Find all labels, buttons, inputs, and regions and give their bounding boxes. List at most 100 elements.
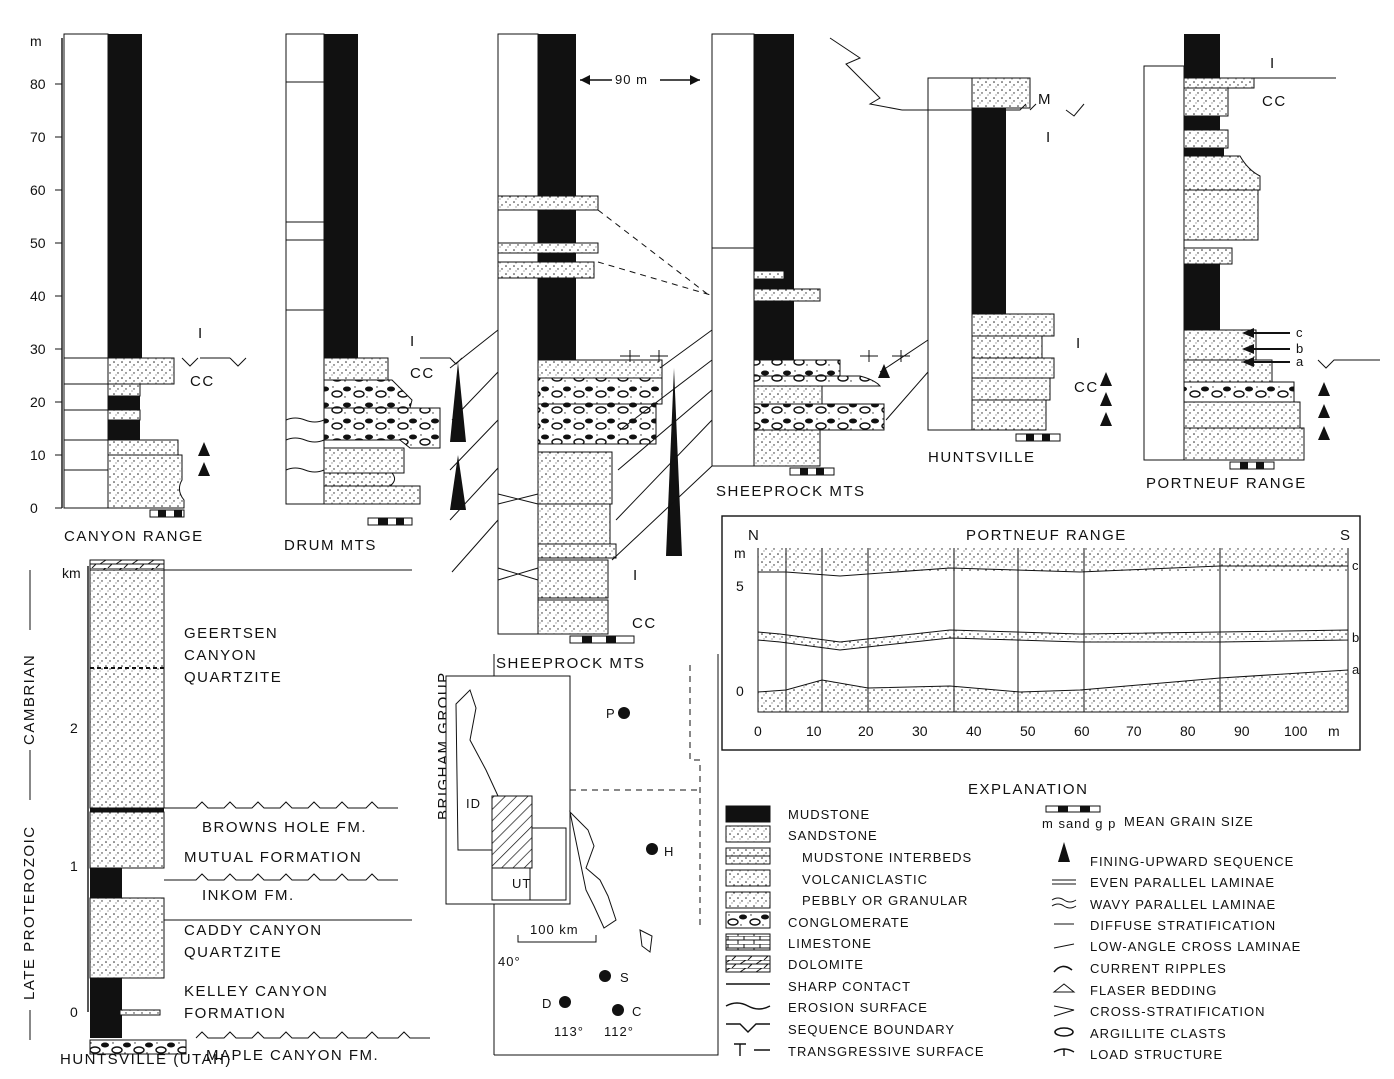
legend-fining-upward: FINING-UPWARD SEQUENCE xyxy=(1090,854,1294,869)
section-name: DRUM MTS xyxy=(284,537,377,554)
svg-text:80: 80 xyxy=(1180,723,1196,739)
map-point-S: S xyxy=(620,970,630,985)
legend-erosion-surface: EROSION SURFACE xyxy=(788,1000,928,1015)
svg-text:90: 90 xyxy=(1234,723,1250,739)
svg-text:60: 60 xyxy=(1074,723,1090,739)
profile-north: N xyxy=(748,527,760,544)
legend-low-angle-cross: LOW-ANGLE CROSS LAMINAE xyxy=(1090,939,1301,954)
svg-text:70: 70 xyxy=(1126,723,1142,739)
unit-geertsen-2: CANYON xyxy=(184,647,257,664)
label-a: a xyxy=(1296,354,1304,369)
unit-kelley-1: KELLEY CANYON xyxy=(184,983,328,1000)
legend-argillite-clasts: ARGILLITE CLASTS xyxy=(1090,1026,1227,1041)
section-portneuf-range: I CC c b a PORTNEUF RANGE xyxy=(1143,34,1380,492)
axis-tick: 40 xyxy=(30,288,46,304)
unit-geertsen-3: QUARTZITE xyxy=(184,669,282,686)
legend-volcaniclastic: VOLCANICLASTIC xyxy=(802,872,928,887)
legend-transgressive-surface: TRANSGRESSIVE SURFACE xyxy=(788,1044,985,1059)
label-I: I xyxy=(1270,55,1276,72)
unit-geertsen-1: GEERTSEN xyxy=(184,625,278,642)
location-map: ID UT P H S D C 100 km 40° 113° 112° xyxy=(445,654,719,1056)
legend-grain-label: MEAN GRAIN SIZE xyxy=(1124,814,1254,829)
map-lon-113: 113° xyxy=(554,1024,584,1039)
svg-text:10: 10 xyxy=(806,723,822,739)
section-name: SHEEPROCK MTS xyxy=(716,483,866,500)
section-sheeprock-mts-2: SHEEPROCK MTS xyxy=(711,33,910,500)
huntsville-utah-column: LATE PROTEROZOIC CAMBRIAN km 0 1 2 BRIGH… xyxy=(21,559,452,1068)
legend-conglomerate: CONGLOMERATE xyxy=(788,915,910,930)
legend-dolomite: DOLOMITE xyxy=(788,957,864,972)
state-ID: ID xyxy=(466,796,481,811)
profile-y-unit: m xyxy=(734,545,746,561)
section-huntsville: M I I CC HUNTSVILLE xyxy=(829,37,1112,466)
label-CC: CC xyxy=(1262,93,1287,110)
svg-text:0: 0 xyxy=(754,723,762,739)
svg-text:30: 30 xyxy=(912,723,928,739)
legend-load-structure: LOAD STRUCTURE xyxy=(1090,1047,1223,1062)
unit-caddy-2: QUARTZITE xyxy=(184,944,282,961)
unit-browns-hole: BROWNS HOLE FM. xyxy=(202,819,367,836)
unit-kelley-2: FORMATION xyxy=(184,1005,286,1022)
svg-text:100: 100 xyxy=(1284,723,1308,739)
axis-tick: 50 xyxy=(30,235,46,251)
legend-mudstone-interbeds: MUDSTONE INTERBEDS xyxy=(802,850,972,865)
axis-tick: 10 xyxy=(30,447,46,463)
label-CC: CC xyxy=(632,615,657,632)
svg-text:m: m xyxy=(1328,723,1340,739)
left-meter-axis: m 0 10 20 30 40 50 60 70 80 xyxy=(30,33,63,516)
explanation-legend: EXPLANATION MUDSTONE SANDSTONE MUDSTONE … xyxy=(725,781,1301,1062)
label-CC: CC xyxy=(190,373,215,390)
label-I: I xyxy=(1076,335,1082,352)
legend-flaser-bedding: FLASER BEDDING xyxy=(1090,983,1217,998)
svg-text:50: 50 xyxy=(1020,723,1036,739)
portneuf-profile: PORTNEUF RANGE N S m 5 0 c b a 0 10 20 3… xyxy=(721,515,1361,751)
axis-tick: 30 xyxy=(30,341,46,357)
axis-tick: 60 xyxy=(30,182,46,198)
axis-tick: 0 xyxy=(30,500,38,516)
label-CC: CC xyxy=(1074,379,1099,396)
axis-tick: 70 xyxy=(30,129,46,145)
map-point-P: P xyxy=(606,706,616,721)
label-CC: CC xyxy=(410,365,435,382)
unit-mutual: MUTUAL FORMATION xyxy=(184,849,362,866)
legend-limestone: LIMESTONE xyxy=(788,936,872,951)
axis-unit: m xyxy=(30,33,42,49)
age-cambrian: CAMBRIAN xyxy=(21,654,38,745)
axis-tick: 80 xyxy=(30,76,46,92)
km-tick: 2 xyxy=(70,720,78,736)
legend-diffuse-stratification: DIFFUSE STRATIFICATION xyxy=(1090,918,1276,933)
age-late-proterozoic: LATE PROTEROZOIC xyxy=(21,825,38,1000)
legend-pebbly: PEBBLY OR GRANULAR xyxy=(802,893,968,908)
horizon-b: b xyxy=(1352,630,1360,645)
section-name: PORTNEUF RANGE xyxy=(1146,475,1307,492)
profile-south: S xyxy=(1340,527,1352,544)
km-tick: 1 xyxy=(70,858,78,874)
svg-text:20: 20 xyxy=(858,723,874,739)
section-name: HUNTSVILLE xyxy=(928,449,1036,466)
legend-sandstone: SANDSTONE xyxy=(788,828,878,843)
scale-unit: km xyxy=(62,565,81,581)
map-point-H: H xyxy=(664,844,674,859)
label-I: I xyxy=(633,567,639,584)
legend-sharp-contact: SHARP CONTACT xyxy=(788,979,911,994)
unit-maple-canyon: MAPLE CANYON FM. xyxy=(206,1047,379,1064)
legend-title: EXPLANATION xyxy=(968,781,1088,798)
section-name: CANYON RANGE xyxy=(64,528,204,545)
profile-y-tick: 5 xyxy=(736,578,744,594)
svg-text:40: 40 xyxy=(966,723,982,739)
legend-wavy-laminae: WAVY PARALLEL LAMINAE xyxy=(1090,897,1276,912)
horizon-c: c xyxy=(1352,558,1360,573)
unit-inkom: INKOM FM. xyxy=(202,887,295,904)
map-lat: 40° xyxy=(498,954,521,969)
section-drum-mts: I CC DRUM MTS xyxy=(284,33,466,554)
map-point-D: D xyxy=(542,996,552,1011)
section-name: SHEEPROCK MTS xyxy=(496,655,646,672)
km-tick: 0 xyxy=(70,1004,78,1020)
label-b: b xyxy=(1296,341,1304,356)
label-I: I xyxy=(1046,129,1052,146)
label-I: I xyxy=(198,325,204,342)
section-canyon-range: I CC CANYON RANGE xyxy=(63,33,247,545)
label-M: M xyxy=(1038,91,1052,108)
profile-y-tick: 0 xyxy=(736,683,744,699)
axis-tick: 20 xyxy=(30,394,46,410)
